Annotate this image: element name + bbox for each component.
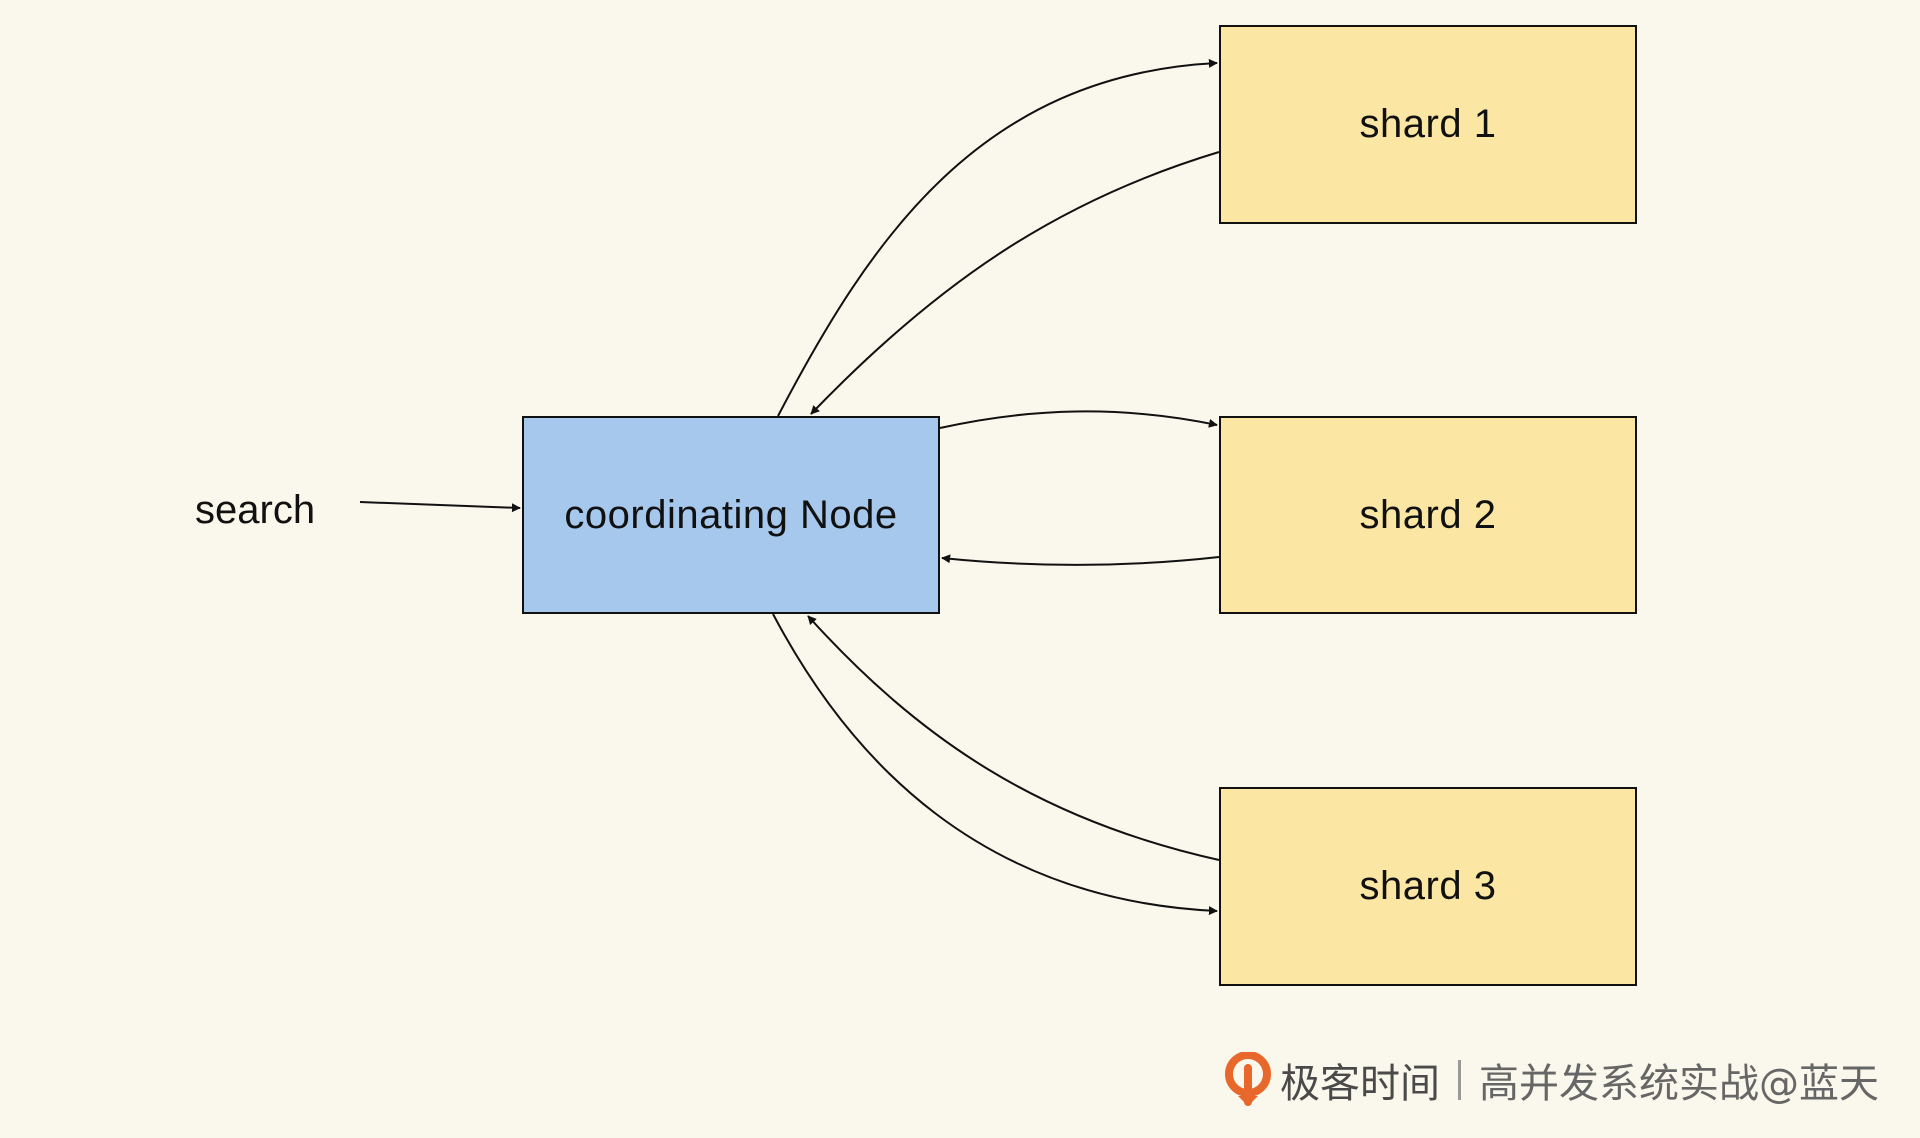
coordinating-node: coordinating Node	[522, 416, 940, 614]
shard-2-label: shard 2	[1359, 492, 1497, 537]
edge-shard1-to-coordinating	[810, 151, 1220, 415]
watermark-brand: 极客时间	[1280, 1061, 1440, 1107]
shard-1-node: shard 1	[1219, 25, 1637, 224]
geektime-logo-icon	[1225, 1052, 1271, 1106]
edge-shard2-to-coordinating	[941, 554, 1220, 566]
shard-3-label: shard 3	[1359, 864, 1497, 908]
shard-3-node: shard 3	[1219, 787, 1637, 986]
watermark-course: 高并发系统实战@蓝天	[1479, 1061, 1879, 1107]
coordinating-node-label: coordinating Node	[564, 492, 898, 537]
edge-coordinating-to-shard1	[777, 58, 1218, 417]
shard-1-label: shard 1	[1359, 102, 1497, 146]
edge-coordinating-to-shard2	[939, 410, 1218, 429]
edge-coordinating-to-shard3	[772, 613, 1218, 916]
shard-2-node: shard 2	[1219, 416, 1637, 614]
search-label: search	[195, 488, 316, 532]
edge-search-to-coordinating	[359, 501, 521, 513]
edge-shard3-to-coordinating	[807, 615, 1220, 861]
watermark-divider	[1458, 1060, 1461, 1100]
watermark: 极客时间 高并发系统实战@蓝天	[1224, 1052, 1879, 1108]
